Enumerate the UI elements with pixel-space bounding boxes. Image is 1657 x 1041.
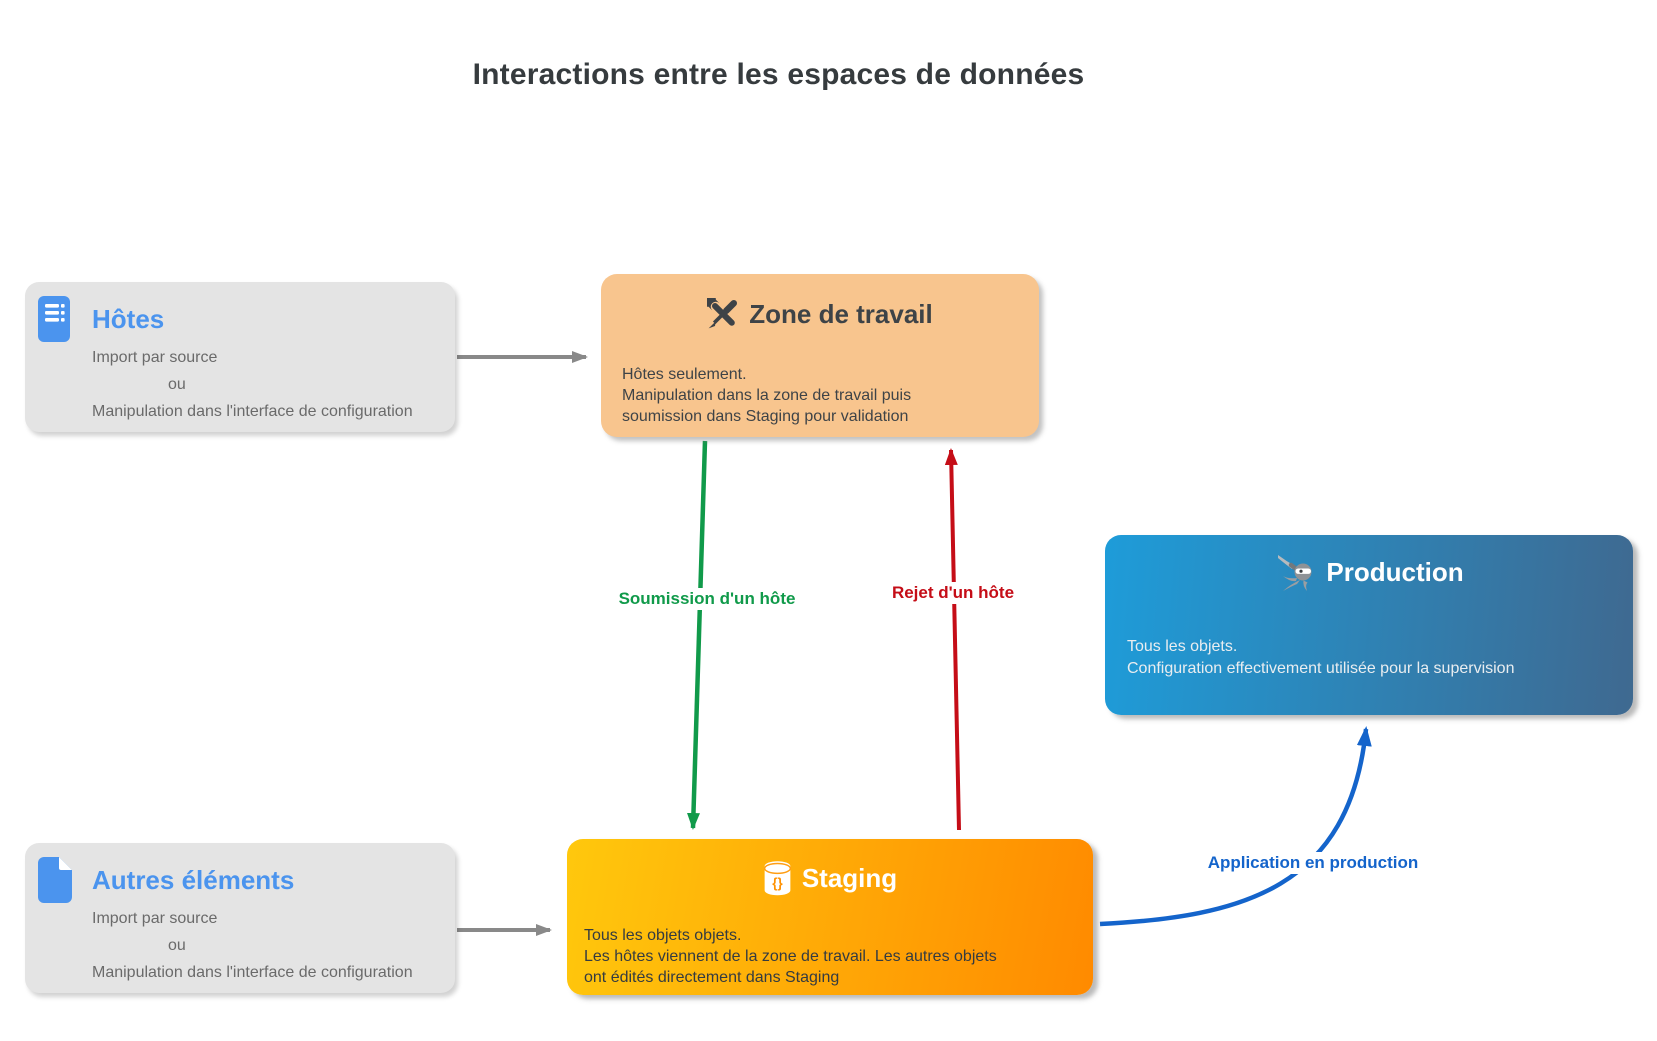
edge-rejet bbox=[944, 448, 961, 831]
node-staging: {} Staging Tous les objets objets. Les h… bbox=[567, 839, 1093, 995]
edge-label-soumission: Soumission d'un hôte bbox=[614, 588, 800, 610]
node-line: ou bbox=[168, 376, 186, 393]
node-line: Import par source bbox=[92, 349, 218, 366]
node-body: Import par source ou Manipulation dans l… bbox=[92, 905, 413, 986]
node-hotes: Hôtes Import par source ou Manipulation … bbox=[25, 282, 455, 432]
node-line: Tous les objets. bbox=[1127, 638, 1238, 655]
node-title: Hôtes bbox=[92, 304, 165, 334]
braces-glyph: {} bbox=[772, 875, 782, 890]
edge-soumission bbox=[686, 440, 708, 830]
node-title: Staging bbox=[801, 863, 898, 893]
node-title: Production bbox=[1326, 556, 1464, 587]
page-title: Interactions entre les espaces de donnée… bbox=[472, 58, 1085, 91]
node-line: Les hôtes viennent de la zone de travail… bbox=[584, 948, 997, 965]
node-title: Zone de travail bbox=[749, 298, 933, 329]
node-body: Tous les objets. Configuration effective… bbox=[1127, 636, 1514, 679]
node-line: Tous les objets objets. bbox=[584, 927, 742, 944]
node-body: Tous les objets objets. Les hôtes vienne… bbox=[584, 925, 997, 988]
node-line: Import par source bbox=[92, 910, 218, 927]
server-icon bbox=[38, 296, 70, 347]
tools-icon bbox=[707, 298, 739, 330]
node-autres: Autres éléments Import par source ou Man… bbox=[25, 843, 455, 993]
node-body: Import par source ou Manipulation dans l… bbox=[92, 344, 413, 425]
database-icon: {} bbox=[763, 861, 792, 896]
edge-label-application: Application en production bbox=[1203, 852, 1423, 874]
ninja-icon bbox=[1274, 553, 1316, 591]
edge-label-rejet: Rejet d'un hôte bbox=[887, 582, 1019, 604]
node-line: ont édités directement dans Staging bbox=[584, 969, 840, 986]
document-icon bbox=[38, 857, 72, 908]
node-line: Manipulation dans la zone de travail pui… bbox=[622, 387, 912, 404]
node-line: Manipulation dans l'interface de configu… bbox=[92, 964, 413, 981]
node-line: soumission dans Staging pour validation bbox=[622, 408, 909, 425]
node-line: Hôtes seulement. bbox=[622, 366, 747, 383]
node-zone-de-travail: Zone de travail Hôtes seulement. Manipul… bbox=[601, 274, 1039, 437]
edge-application bbox=[1099, 726, 1372, 927]
node-line: Configuration effectivement utilisée pou… bbox=[1127, 659, 1515, 677]
node-line: ou bbox=[168, 937, 186, 954]
node-body: Hôtes seulement. Manipulation dans la zo… bbox=[622, 364, 911, 427]
node-production: Production Tous les objets. Configuratio… bbox=[1105, 535, 1633, 715]
node-title: Autres éléments bbox=[92, 865, 295, 895]
node-line: Manipulation dans l'interface de configu… bbox=[92, 403, 413, 420]
